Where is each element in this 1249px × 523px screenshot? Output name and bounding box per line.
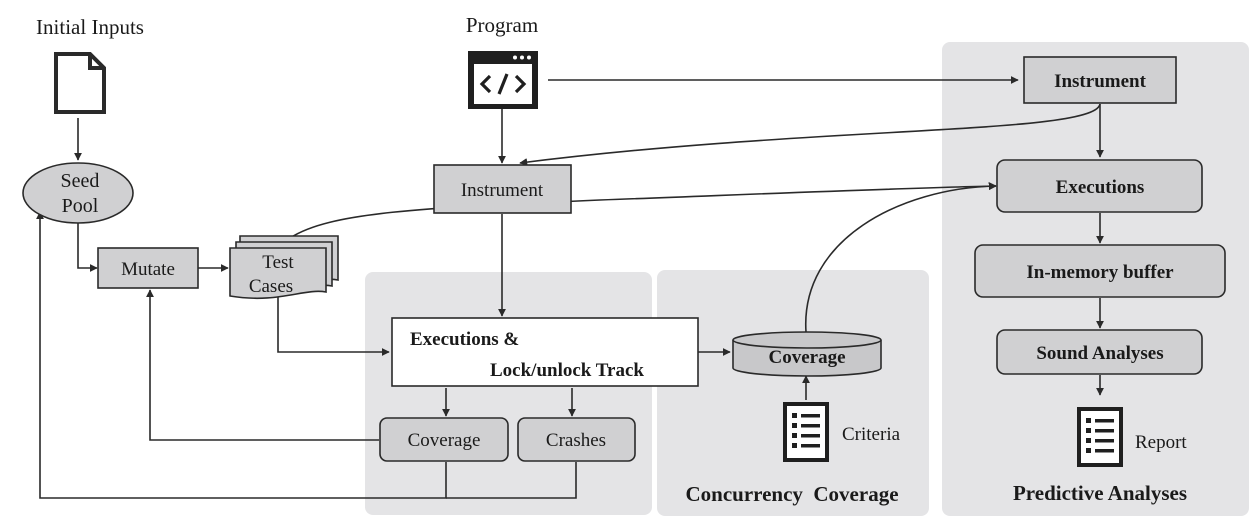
coverage-db-label: Coverage <box>768 347 845 368</box>
coverage-database <box>732 331 882 377</box>
instrument-mid-label: Instrument <box>461 180 544 201</box>
arrow-tests-to-executions <box>289 182 997 239</box>
in-memory-buffer-label: In-memory buffer <box>1026 262 1174 283</box>
instrument-box-right <box>1023 56 1177 104</box>
code-window-icon <box>468 51 538 109</box>
arrow-coverage-to-executions <box>805 182 997 333</box>
arrow-instrument-right-to-mid <box>519 103 1101 167</box>
criteria-label: Criteria <box>842 424 901 445</box>
executions-lock-label-1: Executions & <box>410 329 519 350</box>
predictive-analyses-title: Predictive Analyses <box>1013 481 1187 505</box>
coverage-box <box>379 417 509 462</box>
report-label: Report <box>1135 432 1187 453</box>
arrow-coverage-to-mutate <box>146 289 379 441</box>
arrow-seed-to-mutate <box>77 222 98 272</box>
checklist-icon <box>783 402 829 462</box>
instrument-right-label: Instrument <box>1054 71 1147 92</box>
initial-inputs-label: Initial Inputs <box>36 15 144 39</box>
mutate-box <box>97 247 199 289</box>
seed-pool-label-1: Seed <box>61 170 100 192</box>
line-crashes-to-bus <box>446 462 577 499</box>
instrument-box-mid <box>433 164 572 214</box>
coverage-label: Coverage <box>408 430 481 451</box>
crashes-box <box>517 417 636 462</box>
program-label: Program <box>466 13 538 37</box>
executions-lock-label-2: Lock/unlock Track <box>490 360 644 381</box>
seed-pool <box>22 162 134 224</box>
mutate-label: Mutate <box>121 259 175 280</box>
concurrency-coverage-region <box>657 270 929 516</box>
seed-pool-label-2: Pool <box>62 195 99 217</box>
executions-right-label: Executions <box>1056 177 1145 198</box>
fuzzing-region <box>365 272 652 515</box>
connectors <box>36 76 1104 499</box>
sound-analyses-box <box>996 329 1203 375</box>
test-cases-label-1: Test <box>262 252 294 273</box>
crashes-label: Crashes <box>546 430 606 451</box>
arrow-tests-to-exec <box>277 296 390 356</box>
sound-analyses-label: Sound Analyses <box>1036 343 1163 364</box>
executions-box-right <box>996 159 1203 213</box>
arrow-results-to-seed <box>36 211 447 499</box>
document-icon <box>54 52 106 114</box>
test-cases-stack <box>229 235 339 300</box>
checklist-icon <box>1077 407 1123 467</box>
executions-lock-box <box>391 317 699 387</box>
in-memory-buffer-box <box>974 244 1226 298</box>
test-cases-label-2: Cases <box>249 276 293 297</box>
concurrency-coverage-title: Concurrency Coverage <box>685 482 898 506</box>
